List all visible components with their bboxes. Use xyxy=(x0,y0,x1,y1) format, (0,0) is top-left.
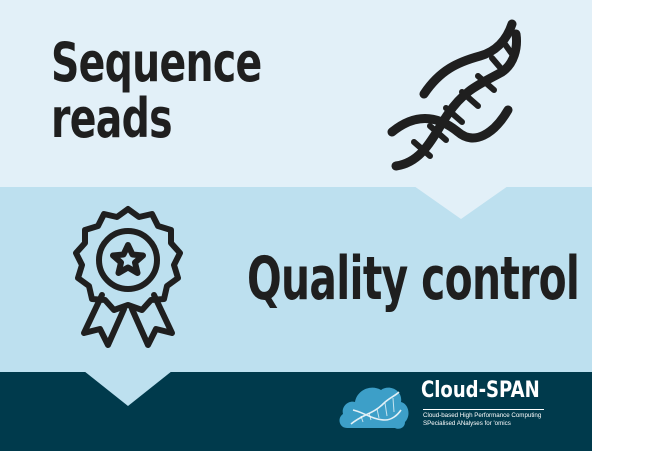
logo-divider xyxy=(423,409,544,410)
cloud-dna-logo-icon xyxy=(339,387,409,429)
cloud-span-logo: Cloud-SPAN Cloud-based High Performance … xyxy=(337,378,567,438)
sequence-reads-title-line2: reads xyxy=(51,87,173,150)
logo-tagline-line1: Cloud-based High Performance Computing xyxy=(423,412,542,419)
quality-control-title: Quality control xyxy=(247,244,580,314)
middle-panel-pointer xyxy=(84,371,172,406)
award-ribbon-star-icon xyxy=(73,206,183,348)
sequence-reads-panel xyxy=(0,0,592,187)
sequence-reads-title-line1: Sequence xyxy=(51,31,262,94)
logo-wordmark: Cloud-SPAN xyxy=(421,378,540,403)
dna-helix-icon xyxy=(387,19,521,171)
infographic-card: Sequence reads Quality control xyxy=(0,0,592,451)
top-panel-pointer xyxy=(414,186,508,219)
logo-tagline-line2: SPecialised ANalyses for 'omics xyxy=(423,420,511,427)
